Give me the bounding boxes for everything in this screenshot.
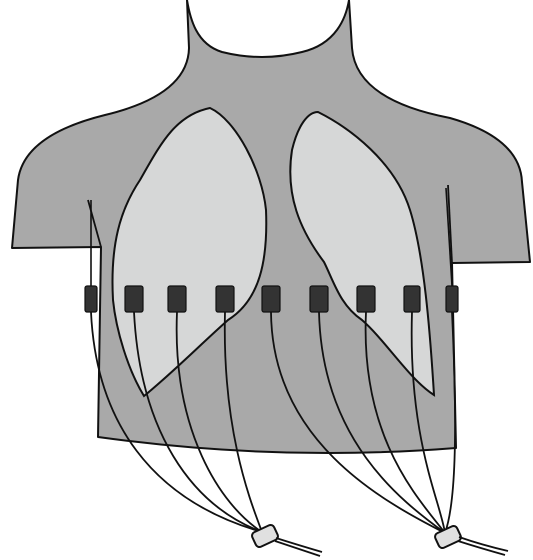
electrode-pad-6 xyxy=(310,286,328,312)
electrode-pad-8 xyxy=(404,286,420,312)
electrode-pad-2 xyxy=(125,286,143,312)
electrode-pad-7 xyxy=(357,286,375,312)
electrode-pad-4 xyxy=(216,286,234,312)
electrode-pad-1 xyxy=(85,286,97,312)
electrode-pad-9 xyxy=(446,286,458,312)
torso-shape xyxy=(12,0,530,453)
cable-connectors xyxy=(251,524,463,550)
electrode-pad-5 xyxy=(262,286,280,312)
electrode-pad-3 xyxy=(168,286,186,312)
